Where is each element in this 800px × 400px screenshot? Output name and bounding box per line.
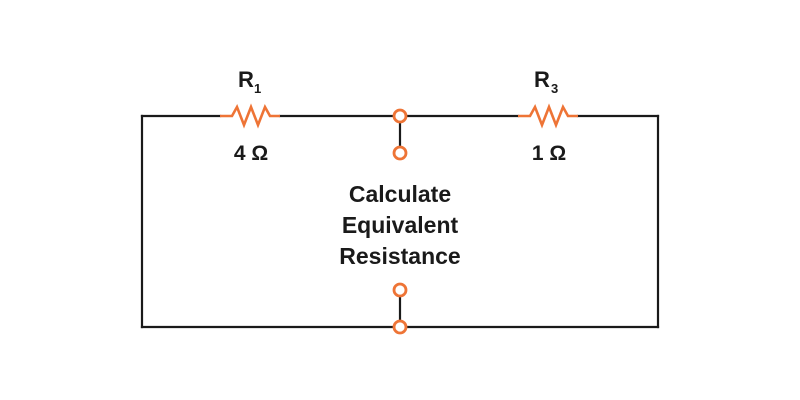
resistor-r3-label: R	[534, 67, 550, 92]
resistor-r1-label: R	[238, 67, 254, 92]
resistor-r3-zigzag	[518, 103, 578, 129]
resistor-r3-value: 1 Ω	[532, 142, 566, 165]
center-text-line-2: Equivalent	[342, 212, 459, 238]
resistor-r1-value: 4 Ω	[234, 142, 268, 165]
center-text-line-1: Calculate	[349, 181, 451, 207]
bottom-open-terminal-a	[392, 282, 408, 298]
bottom-open-terminal-b	[392, 319, 408, 335]
top-open-terminal-a	[392, 108, 408, 124]
wires	[140, 114, 660, 329]
resistor-r1-zigzag	[220, 103, 280, 129]
center-text-line-3: Resistance	[339, 243, 460, 269]
top-open-terminal-b	[392, 145, 408, 161]
resistor-r1-subscript: 1	[254, 81, 261, 96]
resistor-r3-subscript: 3	[551, 81, 558, 96]
